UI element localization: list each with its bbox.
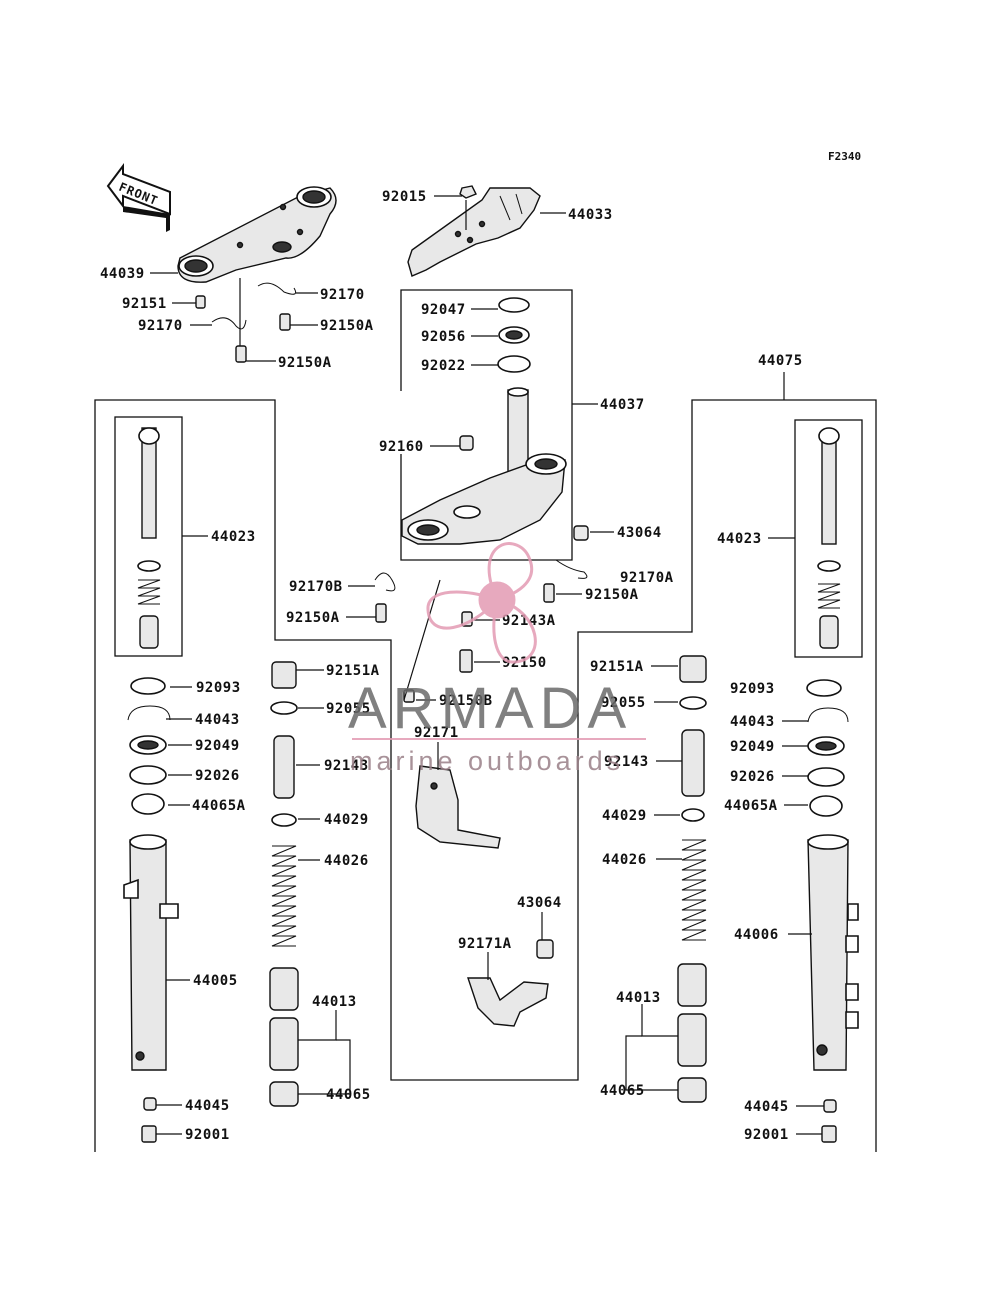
watermark-tagline: marine outboards xyxy=(350,746,624,776)
watermark-brand: ARMADA xyxy=(348,676,632,741)
left-fork-parts xyxy=(123,427,299,1143)
part-label: 92170 xyxy=(138,318,183,334)
part-label: 92150A xyxy=(278,355,332,371)
part-label: 44013 xyxy=(616,990,661,1006)
part-label: 92151 xyxy=(122,296,167,312)
part-label: 92170 xyxy=(320,287,365,303)
part-label: 44065 xyxy=(326,1087,371,1103)
part-label: 92171 xyxy=(414,725,459,741)
part-label: 44005 xyxy=(193,973,238,989)
part-label: 92001 xyxy=(185,1127,230,1143)
part-label: 44023 xyxy=(211,529,256,545)
part-label: 44065A xyxy=(724,798,778,814)
watermark: ARMADA marine outboards xyxy=(348,542,646,776)
part-label: 44029 xyxy=(324,812,369,828)
part-label: 92151A xyxy=(326,663,380,679)
part-label: 92171A xyxy=(458,936,512,952)
part-label: 44013 xyxy=(312,994,357,1010)
part-label: 92055 xyxy=(601,695,646,711)
part-label: 44043 xyxy=(195,712,240,728)
part-label: 44006 xyxy=(734,927,779,943)
part-label: 44026 xyxy=(602,852,647,868)
part-label: 92093 xyxy=(730,681,775,697)
part-label: 44045 xyxy=(744,1099,789,1115)
bracket-92171 xyxy=(415,765,501,849)
part-label: 92056 xyxy=(421,329,466,345)
propeller-logo xyxy=(426,542,537,664)
part-label: 92093 xyxy=(196,680,241,696)
upper-bracket-44039 xyxy=(177,186,337,283)
part-label: 43064 xyxy=(517,895,562,911)
fork-left-box xyxy=(94,399,877,1152)
part-label: 92150A xyxy=(585,587,639,603)
part-label: 92026 xyxy=(730,769,775,785)
headlight-bracket-44033 xyxy=(407,185,541,277)
part-label: 92022 xyxy=(421,358,466,374)
part-label: 92143 xyxy=(604,754,649,770)
part-label: 92150B xyxy=(439,693,493,709)
part-label: 92160 xyxy=(379,439,424,455)
part-label: 43064 xyxy=(617,525,662,541)
figure-code: F2340 xyxy=(828,150,861,163)
front-arrow-badge: FRONT xyxy=(106,163,171,232)
part-label: 44039 xyxy=(100,266,145,282)
part-label: 92150A xyxy=(320,318,374,334)
part-label: 44043 xyxy=(730,714,775,730)
part-label: 44065 xyxy=(600,1083,645,1099)
part-number-labels: 92015 44033 44039 92151 92170 92170 9215… xyxy=(100,189,803,1143)
right-fork-parts xyxy=(677,427,859,1143)
part-label: 92170A xyxy=(620,570,674,586)
leader-lines xyxy=(150,195,824,1135)
part-label: 92055 xyxy=(326,701,371,717)
part-label: 92049 xyxy=(730,739,775,755)
part-label: 44023 xyxy=(717,531,762,547)
part-label: 92151A xyxy=(590,659,644,675)
part-label: 92150 xyxy=(502,655,547,671)
part-label: 44037 xyxy=(600,397,645,413)
part-label: 92047 xyxy=(421,302,466,318)
clips-and-bolts-stem xyxy=(374,559,588,703)
part-label: 92015 xyxy=(382,189,427,205)
part-label: 44033 xyxy=(568,207,613,223)
part-label: 92026 xyxy=(195,768,240,784)
part-label: 44029 xyxy=(602,808,647,824)
part-label: 44045 xyxy=(185,1098,230,1114)
part-label: 44065A xyxy=(192,798,246,814)
clips-and-bolts-top xyxy=(195,282,297,363)
steering-stem-box xyxy=(400,289,573,561)
part-label: 92150A xyxy=(286,610,340,626)
part-label: 92170B xyxy=(289,579,343,595)
part-label: 92143 xyxy=(324,758,369,774)
part-label: 44075 xyxy=(758,353,803,369)
steering-stem-44037 xyxy=(401,297,589,545)
part-label: 92001 xyxy=(744,1127,789,1143)
part-label: 44026 xyxy=(324,853,369,869)
bracket-92171A xyxy=(467,939,554,1027)
part-label: 92049 xyxy=(195,738,240,754)
